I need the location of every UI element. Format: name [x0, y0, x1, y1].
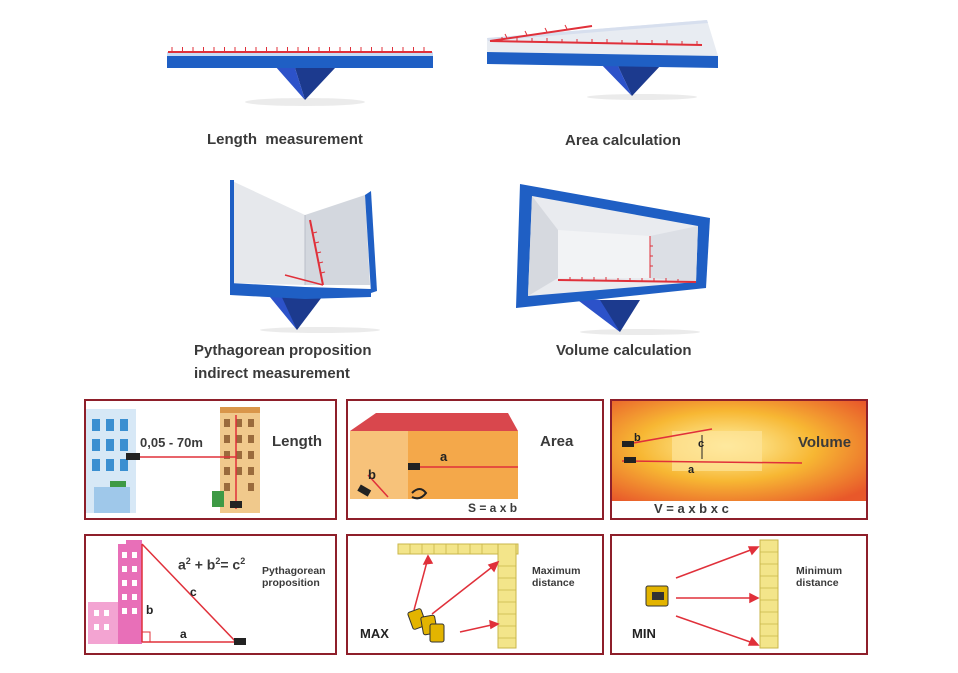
minimum-distance-scene	[645, 539, 779, 649]
volume-label-c: c	[698, 438, 704, 450]
maximum-distance-panel: MAX Maximum distance	[346, 534, 604, 655]
pythagorean-label-b: b	[146, 603, 153, 617]
length-panel-title: Length	[272, 433, 322, 450]
pythagorean-formula: a2 + b2= c2	[178, 556, 246, 573]
pythagorean-caption-line1: Pythagorean proposition	[194, 342, 372, 359]
maximum-title-line1: Maximum	[532, 565, 581, 577]
minimum-title-line2: distance	[796, 577, 839, 589]
area-panel: a b S = a x b Area	[346, 399, 604, 520]
pythagorean-title-line2: proposition	[262, 577, 320, 589]
volume-scene: b c a	[612, 401, 866, 518]
area-scene: a b	[350, 413, 518, 500]
length-scene	[86, 407, 260, 513]
pythagorean-label-c: c	[190, 585, 197, 599]
minimum-title-line1: Minimum	[796, 565, 843, 577]
length-measurement-illustration	[167, 47, 433, 106]
minimum-distance-panel: MIN Minimum distance	[610, 534, 868, 655]
area-label-a: a	[440, 449, 448, 464]
pythagorean-title-line1: Pythagorean	[262, 565, 326, 577]
maximum-distance-scene	[397, 543, 519, 649]
volume-panel: b c a V = a x b x c Volume	[610, 399, 868, 520]
volume-illustration	[516, 184, 710, 335]
pythagorean-panel: b c a a2 + b2= c2 Pythagorean propositio…	[84, 534, 337, 655]
pythagorean-label-a: a	[180, 627, 187, 641]
volume-panel-title: Volume	[798, 434, 852, 451]
meter-devices	[407, 608, 445, 643]
length-range-label: 0,05 - 70m	[140, 435, 203, 450]
volume-calculation-caption: Volume calculation	[556, 342, 692, 359]
volume-formula: V = a x b x c	[654, 501, 729, 516]
pythagorean-caption-line2: indirect measurement	[194, 365, 350, 382]
area-calculation-illustration	[487, 20, 718, 100]
pythagorean-scene: b c a	[88, 540, 246, 645]
volume-label-b: b	[634, 432, 641, 444]
length-measurement-caption: Length measurement	[207, 131, 363, 148]
volume-label-a: a	[688, 464, 695, 476]
pythagorean-illustration	[230, 180, 380, 333]
area-calculation-caption: Area calculation	[565, 132, 681, 149]
max-tag: MAX	[360, 626, 389, 641]
min-tag: MIN	[632, 626, 656, 641]
area-formula: S = a x b	[468, 501, 518, 515]
maximum-title-line2: distance	[532, 577, 575, 589]
area-label-b: b	[368, 467, 376, 482]
length-panel: 0,05 - 70m Length	[84, 399, 337, 520]
area-panel-title: Area	[540, 433, 574, 450]
